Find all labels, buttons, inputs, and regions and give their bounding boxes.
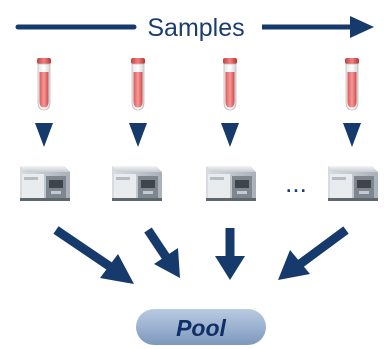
arrow-to-pool — [144, 227, 180, 278]
right-arrow-icon — [350, 16, 374, 38]
samples-header: Samples — [15, 14, 374, 42]
pool-badge: Pool — [136, 309, 266, 345]
samples-label: Samples — [147, 14, 244, 42]
test-tube-icon — [130, 57, 146, 111]
arrow-to-pool — [278, 226, 349, 280]
down-triangle-icon — [343, 123, 361, 147]
test-tube-icon — [344, 57, 360, 111]
arrow-to-pool — [215, 228, 245, 280]
instrument-icon — [206, 166, 256, 201]
test-tube-icon — [222, 57, 238, 111]
instrument-icon — [112, 166, 162, 201]
pool-label: Pool — [176, 315, 226, 341]
down-triangle-icon — [221, 123, 239, 147]
tube-to-instrument-arrows — [35, 123, 361, 147]
instrument-to-pool-arrows — [53, 226, 349, 284]
instrument-icon — [328, 166, 378, 201]
ellipsis: ... — [285, 168, 307, 198]
sequencing-instruments — [20, 166, 378, 201]
test-tube-icon — [36, 57, 52, 111]
sample-tubes — [36, 57, 360, 111]
down-triangle-icon — [129, 123, 147, 147]
down-triangle-icon — [35, 123, 53, 147]
instrument-icon — [20, 166, 70, 201]
arrow-to-pool — [53, 226, 134, 284]
